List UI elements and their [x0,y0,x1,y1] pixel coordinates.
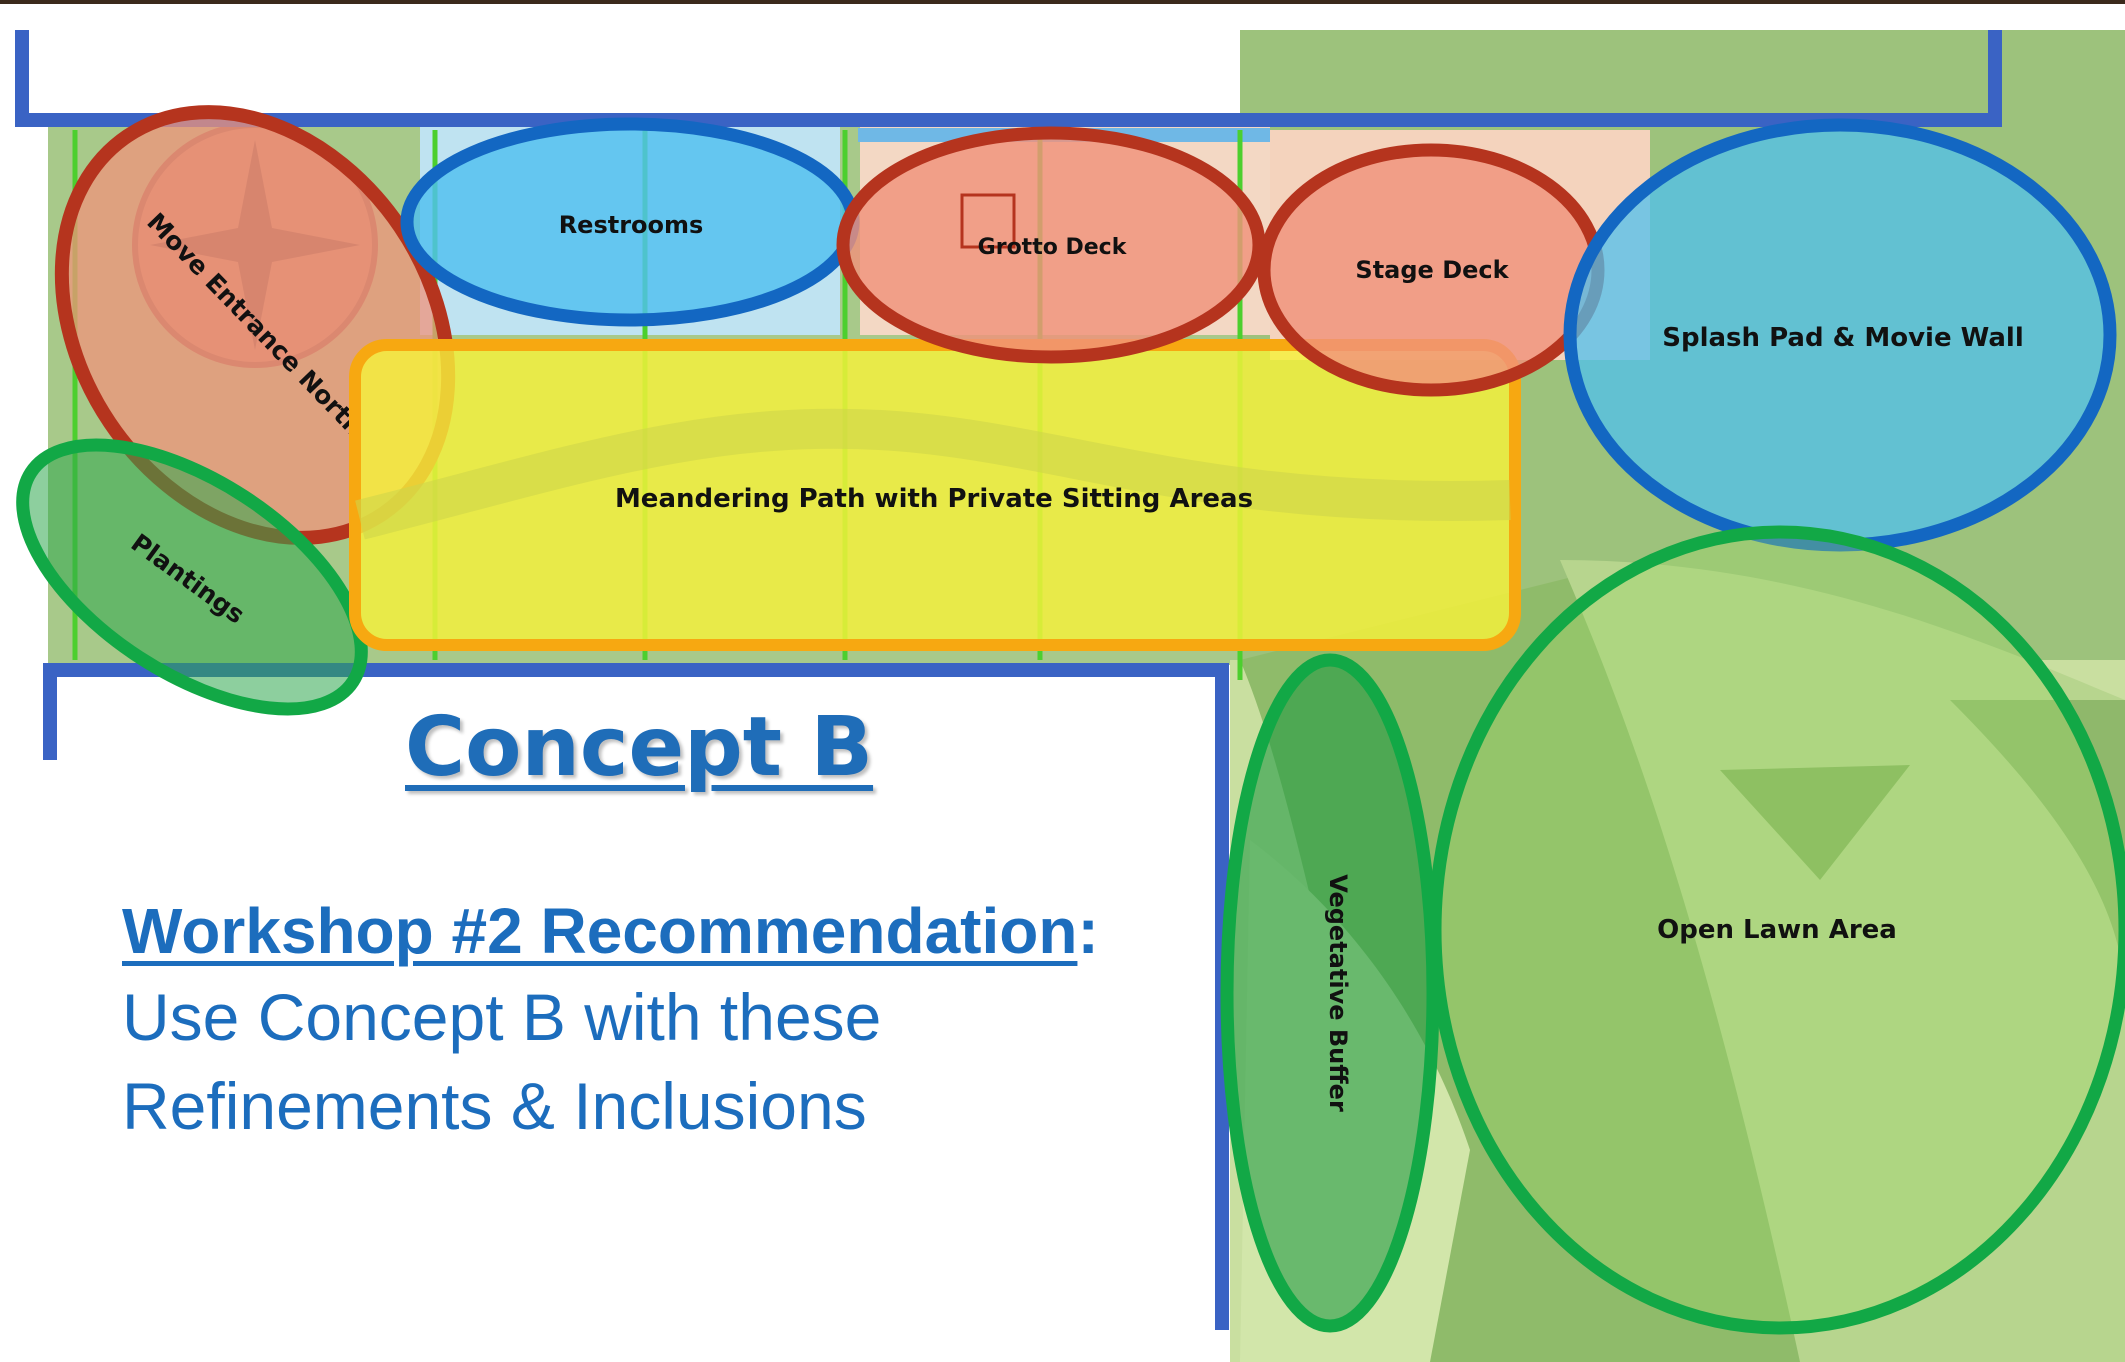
zone-label-splash-pad: Splash Pad & Movie Wall [1662,323,2024,353]
zone-label-grotto-deck: Grotto Deck [978,235,1128,260]
top-frame [0,0,2125,4]
recommendation-block: Workshop #2 Recommendation: Use Concept … [122,890,1202,1150]
zone-stage-deck: Stage Deck [1257,143,1605,397]
zone-label-restrooms: Restrooms [559,211,704,239]
recommendation-heading-colon: : [1077,895,1099,967]
concept-title: Concept B [405,700,874,795]
zone-meandering-path: Meandering Path with Private Sitting Are… [349,339,1521,651]
zone-plantings: Plantings [16,438,368,716]
zone-vegetative-buffer: Vegetative Buffer [1220,653,1440,1333]
zone-restrooms: Restrooms [400,117,860,327]
zone-grotto-deck: Grotto Deck [836,126,1266,364]
zone-splash-pad: Splash Pad & Movie Wall [1563,118,2117,552]
zone-label-stage-deck: Stage Deck [1355,256,1509,284]
zone-label-meandering-path: Meandering Path with Private Sitting Are… [615,484,1253,514]
recommendation-line-2: Refinements & Inclusions [122,1068,867,1143]
recommendation-line-1: Use Concept B with these [122,980,882,1055]
zone-open-lawn: Open Lawn Area [1428,525,2125,1335]
recommendation-heading: Workshop #2 Recommendation: [122,890,1202,973]
zone-label-vegetative-buffer: Vegetative Buffer [1324,874,1352,1112]
recommendation-heading-text: Workshop #2 Recommendation [122,895,1078,967]
zone-label-open-lawn: Open Lawn Area [1657,915,1897,945]
